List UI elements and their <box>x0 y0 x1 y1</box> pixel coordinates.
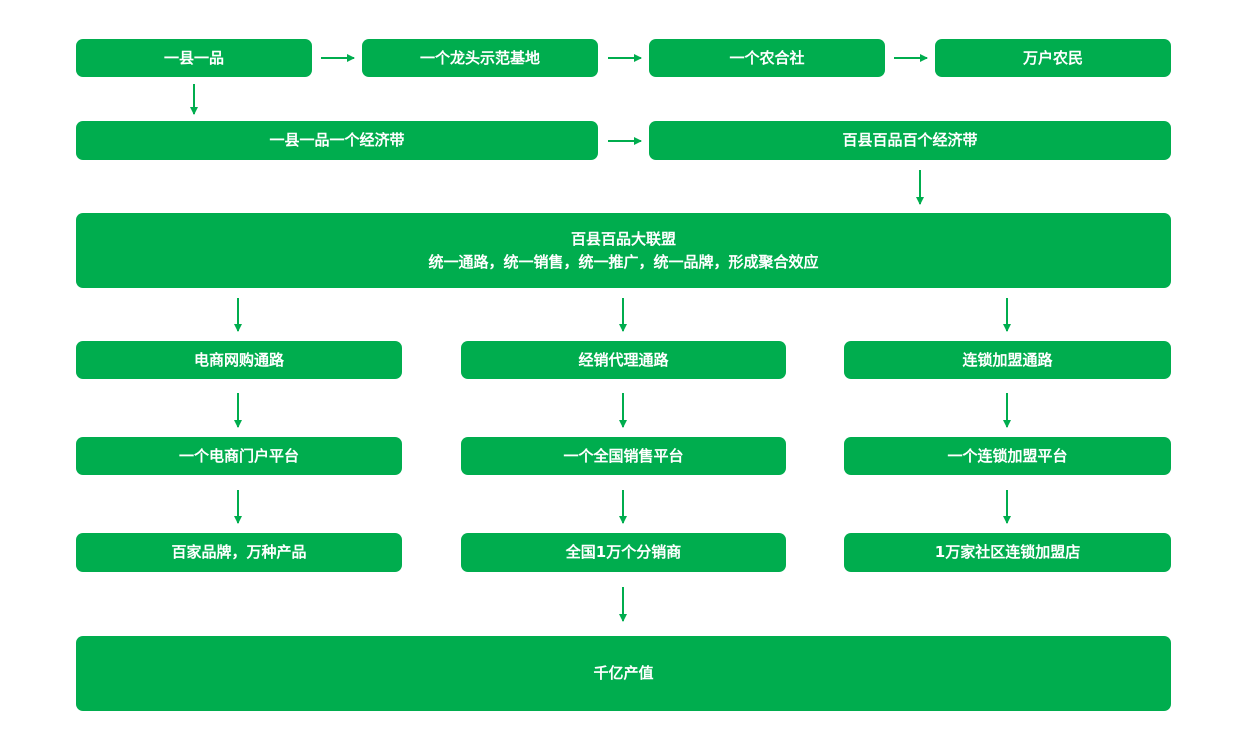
node-ecommerce-channel: 电商网购通路 <box>76 341 402 379</box>
node-label: 一个电商门户平台 <box>178 446 299 465</box>
node-ecommerce-platform: 一个电商门户平台 <box>76 437 402 475</box>
node-label: 一县一品 <box>163 48 224 67</box>
alliance-title: 百县百品大联盟 <box>570 229 676 248</box>
node-label: 一个连锁加盟平台 <box>947 446 1068 465</box>
node-label: 全国1万个分销商 <box>565 543 682 561</box>
node-label: 百县百品百个经济带 <box>842 131 978 149</box>
node-brands-products: 百家品牌，万种产品 <box>76 533 402 572</box>
node-franchise-stores: 1万家社区连锁加盟店 <box>844 533 1171 572</box>
node-economic-belt: 一县一品一个经济带 <box>76 121 598 160</box>
node-label: 一个龙头示范基地 <box>419 48 540 67</box>
node-distribution-channel: 经销代理通路 <box>461 341 786 379</box>
node-national-sales-platform: 一个全国销售平台 <box>461 437 786 475</box>
node-hundred-belts: 百县百品百个经济带 <box>649 121 1171 160</box>
node-label: 一县一品一个经济带 <box>269 131 405 149</box>
node-county-product: 一县一品 <box>76 39 312 77</box>
node-farmers: 万户农民 <box>935 39 1171 77</box>
node-label: 连锁加盟通路 <box>962 350 1053 369</box>
node-franchise-platform: 一个连锁加盟平台 <box>844 437 1171 475</box>
node-label: 1万家社区连锁加盟店 <box>934 543 1081 561</box>
node-label: 经销代理通路 <box>578 350 669 369</box>
node-label: 千亿产值 <box>593 664 654 682</box>
node-demo-base: 一个龙头示范基地 <box>362 39 598 77</box>
node-label: 一个全国销售平台 <box>563 446 684 465</box>
node-label: 百家品牌，万种产品 <box>171 543 307 561</box>
node-alliance: 百县百品大联盟 统一通路，统一销售，统一推广，统一品牌，形成聚合效应 <box>76 213 1171 288</box>
alliance-subtitle: 统一通路，统一销售，统一推广，统一品牌，形成聚合效应 <box>428 252 819 271</box>
node-label: 一个农合社 <box>729 48 805 67</box>
node-cooperative: 一个农合社 <box>649 39 885 77</box>
node-franchise-channel: 连锁加盟通路 <box>844 341 1171 379</box>
node-label: 电商网购通路 <box>193 350 284 369</box>
node-final-output: 千亿产值 <box>76 636 1171 711</box>
node-label: 万户农民 <box>1022 48 1083 67</box>
node-distributors: 全国1万个分销商 <box>461 533 786 572</box>
